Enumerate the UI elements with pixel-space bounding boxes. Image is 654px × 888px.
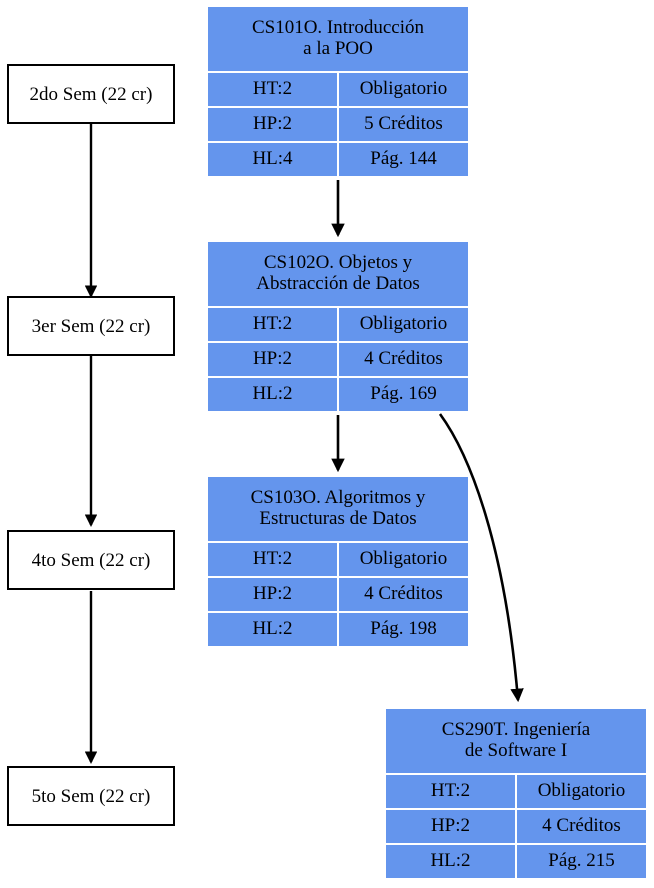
course-page-cell: Pág. 169: [339, 378, 468, 411]
course-credits-cell: 4 Créditos: [517, 810, 646, 843]
course-ht-cell: HT:2: [208, 308, 337, 341]
course-node-cs103o[interactable]: CS103O. Algoritmos y Estructuras de Dato…: [206, 475, 470, 648]
table-row: HL:2 Pág. 169: [208, 378, 468, 411]
term-node-sem3[interactable]: 3er Sem (22 cr): [7, 296, 175, 356]
table-row: HP:2 4 Créditos: [386, 810, 646, 843]
course-page-cell: Pág. 215: [517, 845, 646, 878]
table-row: HP:2 4 Créditos: [208, 343, 468, 376]
course-page-cell: Pág. 198: [339, 613, 468, 646]
course-type-cell: Obligatorio: [517, 775, 646, 808]
course-title-row: CS103O. Algoritmos y Estructuras de Dato…: [208, 477, 468, 541]
table-row: HT:2 Obligatorio: [208, 308, 468, 341]
course-title-cell: CS101O. Introducción a la POO: [208, 7, 468, 71]
course-ht-cell: HT:2: [208, 73, 337, 106]
course-title-line2: Estructuras de Datos: [259, 508, 417, 529]
course-title-cell: CS103O. Algoritmos y Estructuras de Dato…: [208, 477, 468, 541]
course-title-cell: CS290T. Ingeniería de Software I: [386, 709, 646, 773]
term-label: 2do Sem (22 cr): [29, 83, 153, 105]
course-node-cs102o[interactable]: CS102O. Objetos y Abstracción de Datos H…: [206, 240, 470, 413]
course-title-line2: Abstracción de Datos: [256, 273, 420, 294]
term-label: 4to Sem (22 cr): [31, 549, 151, 571]
course-type-cell: Obligatorio: [339, 73, 468, 106]
course-hp-cell: HP:2: [208, 343, 337, 376]
course-title-line1: CS103O. Algoritmos y: [250, 487, 426, 509]
table-row: HL:2 Pág. 215: [386, 845, 646, 878]
course-hp-cell: HP:2: [386, 810, 515, 843]
table-row: HT:2 Obligatorio: [386, 775, 646, 808]
course-hl-cell: HL:2: [208, 378, 337, 411]
course-type-cell: Obligatorio: [339, 543, 468, 576]
course-hp-cell: HP:2: [208, 108, 337, 141]
table-row: HL:4 Pág. 144: [208, 143, 468, 176]
term-node-sem2[interactable]: 2do Sem (22 cr): [7, 64, 175, 124]
course-title-row: CS101O. Introducción a la POO: [208, 7, 468, 71]
course-title-row: CS290T. Ingeniería de Software I: [386, 709, 646, 773]
course-hp-cell: HP:2: [208, 578, 337, 611]
course-title-line1: CS102O. Objetos y: [263, 252, 413, 274]
course-title-line1: CS290T. Ingeniería: [441, 719, 591, 741]
course-credits-cell: 5 Créditos: [339, 108, 468, 141]
course-hl-cell: HL:2: [208, 613, 337, 646]
course-type-cell: Obligatorio: [339, 308, 468, 341]
course-title-line1: CS101O. Introducción: [251, 17, 425, 39]
course-title-row: CS102O. Objetos y Abstracción de Datos: [208, 242, 468, 306]
course-table: CS290T. Ingeniería de Software I HT:2 Ob…: [384, 707, 648, 880]
course-ht-cell: HT:2: [208, 543, 337, 576]
course-title-cell: CS102O. Objetos y Abstracción de Datos: [208, 242, 468, 306]
course-node-cs290t[interactable]: CS290T. Ingeniería de Software I HT:2 Ob…: [384, 707, 648, 880]
term-node-sem5[interactable]: 5to Sem (22 cr): [7, 766, 175, 826]
table-row: HP:2 4 Créditos: [208, 578, 468, 611]
table-row: HT:2 Obligatorio: [208, 543, 468, 576]
course-table: CS101O. Introducción a la POO HT:2 Oblig…: [206, 5, 470, 178]
course-credits-cell: 4 Créditos: [339, 578, 468, 611]
course-title-line2: de Software I: [464, 740, 568, 761]
course-table: CS103O. Algoritmos y Estructuras de Dato…: [206, 475, 470, 648]
course-page-cell: Pág. 144: [339, 143, 468, 176]
course-credits-cell: 4 Créditos: [339, 343, 468, 376]
course-node-cs101o[interactable]: CS101O. Introducción a la POO HT:2 Oblig…: [206, 5, 470, 178]
course-hl-cell: HL:2: [386, 845, 515, 878]
course-hl-cell: HL:4: [208, 143, 337, 176]
table-row: HP:2 5 Créditos: [208, 108, 468, 141]
term-label: 5to Sem (22 cr): [31, 785, 151, 807]
term-node-sem4[interactable]: 4to Sem (22 cr): [7, 530, 175, 590]
table-row: HL:2 Pág. 198: [208, 613, 468, 646]
course-title-line2: a la POO: [303, 38, 373, 59]
course-table: CS102O. Objetos y Abstracción de Datos H…: [206, 240, 470, 413]
table-row: HT:2 Obligatorio: [208, 73, 468, 106]
course-ht-cell: HT:2: [386, 775, 515, 808]
term-label: 3er Sem (22 cr): [31, 315, 151, 337]
